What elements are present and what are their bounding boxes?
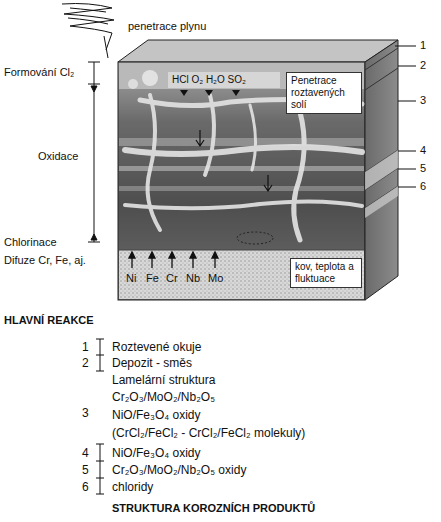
text-label: Cr₂O₃/MoO₂/Nb₂O₅ oxidy xyxy=(112,463,246,477)
callout-number: 5 xyxy=(420,162,426,175)
text-label: Lamelární struktura xyxy=(112,373,215,387)
text-label: Fe xyxy=(146,272,159,285)
text-label: HLAVNÍ REAKCE xyxy=(4,314,94,327)
callout-number: 3 xyxy=(82,406,89,420)
callout-number: 2 xyxy=(82,356,89,370)
callout-number: 2 xyxy=(420,59,426,72)
callout-number: 5 xyxy=(82,463,89,477)
box-text: HCl O₂ H₂O SO₂ xyxy=(172,74,276,86)
text-label: Mo xyxy=(208,272,223,285)
callout-number: 6 xyxy=(420,180,426,193)
callout-number: 1 xyxy=(82,340,89,354)
text-label: NiO/Fe₃O₄ oxidy xyxy=(112,446,200,460)
text-label: Formování Cl₂ xyxy=(4,66,74,79)
text-label: penetrace plynu xyxy=(128,20,206,33)
text-label: (CrCl₂/FeCl₂ - CrCl₂/FeCl₂ molekuly) xyxy=(112,426,305,440)
box-text: kov, teplota a fluktuace xyxy=(295,261,357,285)
text-label: Chlorinace xyxy=(4,236,57,249)
callout-number: 4 xyxy=(420,144,426,157)
text-label: chloridy xyxy=(112,480,153,494)
gas-box: HCl O₂ H₂O SO₂ xyxy=(168,72,280,88)
text-label: Oxidace xyxy=(38,150,78,163)
text-label: Cr xyxy=(166,272,178,285)
text-label: Cr₂O₃/MoO₂/Nb₂O₅ xyxy=(112,390,215,404)
text-label: Ni xyxy=(126,272,136,285)
box-text: Penetrace roztavených solí xyxy=(291,75,357,111)
text-label: Difuze Cr, Fe, aj. xyxy=(4,254,86,267)
callout-number: 6 xyxy=(82,480,89,494)
text-label: Nb xyxy=(186,272,200,285)
text-label: NiO/Fe₃O₄ oxidy xyxy=(112,408,200,422)
text-label: Depozit - směs xyxy=(112,356,192,370)
text-label: STRUKTURA KOROZNÍCH PRODUKTŮ xyxy=(112,502,315,515)
text-box: Penetrace roztavených solí xyxy=(286,72,362,114)
callout-number: 3 xyxy=(420,94,426,107)
callout-number: 4 xyxy=(82,446,89,460)
text-box: kov, teplota a fluktuace xyxy=(290,258,362,288)
text-label: Roztevené okuje xyxy=(112,340,201,354)
callout-number: 1 xyxy=(420,39,426,52)
